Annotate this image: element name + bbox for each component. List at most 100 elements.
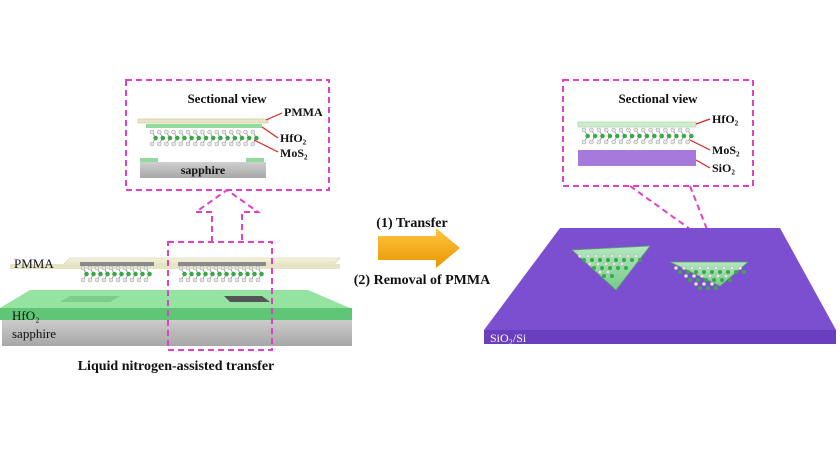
sulfur-atom <box>192 141 198 147</box>
molybdenum-atom <box>614 258 618 262</box>
sulfur-atom <box>122 265 128 271</box>
sulfur-atom <box>136 277 142 283</box>
sapphire-slab-front <box>2 318 352 346</box>
sulfur-atom <box>670 127 675 133</box>
sulfur-atom <box>626 127 631 133</box>
sulfur-atom <box>108 277 114 283</box>
molybdenum-atom <box>160 135 166 141</box>
left-inset-title: Sectional view <box>187 91 267 106</box>
molybdenum-atom <box>638 258 642 262</box>
sulfur-atom <box>236 129 241 135</box>
left-zoom-arrow <box>192 188 262 242</box>
triangle-flake <box>669 261 750 287</box>
right-inset-hfo2-layer <box>577 121 697 128</box>
sulfur-atom <box>598 270 602 274</box>
right-inset-hfo2-pointer <box>695 118 711 125</box>
sulfur-atom <box>618 139 624 145</box>
sulfur-atom <box>722 266 726 270</box>
sulfur-atom <box>596 139 601 145</box>
sulfur-atom <box>255 265 261 271</box>
sulfur-atom <box>738 266 742 270</box>
sulfur-atom <box>207 129 212 135</box>
sulfur-atom <box>213 265 219 271</box>
sulfur-atom <box>149 129 155 135</box>
molybdenum-atom <box>218 135 223 141</box>
sio2-si-top <box>484 228 836 330</box>
sulfur-atom <box>612 262 616 266</box>
sulfur-atom <box>241 265 247 271</box>
sulfur-atom <box>129 265 135 271</box>
sulfur-atom <box>192 265 198 271</box>
sulfur-atom <box>136 265 142 271</box>
sulfur-atom <box>243 129 248 135</box>
left-sectional-view-inset: Sectional view sapphire PMMA HfO₂ MoS₂ <box>125 79 330 191</box>
sulfur-atom <box>178 129 184 135</box>
molybdenum-atom <box>698 286 702 290</box>
sulfur-atom <box>220 277 226 283</box>
molybdenum-atom <box>624 266 628 270</box>
sulfur-atom <box>243 141 248 147</box>
step2-label: (2) Removal of PMMA <box>354 273 491 288</box>
sulfur-atom <box>250 129 256 135</box>
right-mos2-triangle-a <box>571 245 651 291</box>
sulfur-atom <box>115 277 121 283</box>
sulfur-atom <box>694 282 698 286</box>
sulfur-atom <box>234 265 240 271</box>
molybdenum-atom <box>720 278 724 282</box>
sulfur-atom <box>589 139 594 145</box>
sulfur-atom <box>620 262 624 266</box>
molybdenum-atom <box>610 274 614 278</box>
molybdenum-atom <box>585 133 590 139</box>
hfo2-dark-wedge <box>224 296 270 302</box>
sulfur-atom <box>684 274 688 278</box>
molybdenum-atom <box>688 278 692 282</box>
sulfur-atom <box>626 254 630 258</box>
sulfur-atom <box>674 266 678 270</box>
sulfur-atom <box>618 254 622 258</box>
molybdenum-atom <box>600 133 605 139</box>
sulfur-atom <box>611 139 616 145</box>
left-inset-pmma-layer <box>137 118 269 124</box>
molybdenum-atom <box>246 135 252 141</box>
right-mos2-triangle-b <box>669 261 750 290</box>
sulfur-atom <box>700 274 704 278</box>
sulfur-atom <box>171 129 176 135</box>
sulfur-atom <box>255 277 261 283</box>
sulfur-atom <box>221 129 227 135</box>
molybdenum-atom <box>666 133 672 139</box>
sulfur-atom <box>87 277 93 283</box>
molybdenum-atom <box>189 271 194 277</box>
molybdenum-atom <box>189 135 194 141</box>
sulfur-atom <box>692 274 696 278</box>
sulfur-atom <box>214 141 220 147</box>
molybdenum-atom <box>174 135 180 141</box>
sulfur-atom <box>648 139 653 145</box>
sulfur-atom <box>602 254 606 258</box>
sulfur-atom <box>604 127 609 133</box>
sulfur-atom <box>633 139 638 145</box>
left-sapphire-label: sapphire <box>12 326 56 341</box>
sulfur-atom <box>207 141 212 147</box>
sulfur-atom <box>213 277 219 283</box>
sulfur-atom <box>178 141 184 147</box>
left-hfo2-label: HfO₂ <box>12 308 40 323</box>
molybdenum-atom <box>728 278 732 282</box>
sulfur-atom <box>702 282 706 286</box>
left-caption: Liquid nitrogen-assisted transfer <box>78 359 275 374</box>
sulfur-atom <box>714 266 718 270</box>
sulfur-atom <box>710 282 714 286</box>
molybdenum-atom <box>686 270 690 274</box>
molybdenum-atom <box>259 271 264 277</box>
molybdenum-atom <box>582 258 586 262</box>
sulfur-atom <box>588 262 592 266</box>
sulfur-atom <box>228 129 234 135</box>
right-inset-title: Sectional view <box>618 91 698 106</box>
left-inset-hfo2-pad-right <box>246 158 264 162</box>
sulfur-atom <box>596 127 601 133</box>
molybdenum-atom <box>210 271 215 277</box>
sulfur-atom <box>716 274 720 278</box>
molybdenum-atom <box>702 270 706 274</box>
molybdenum-atom <box>678 270 682 274</box>
step1-label: (1) Transfer <box>376 216 447 231</box>
